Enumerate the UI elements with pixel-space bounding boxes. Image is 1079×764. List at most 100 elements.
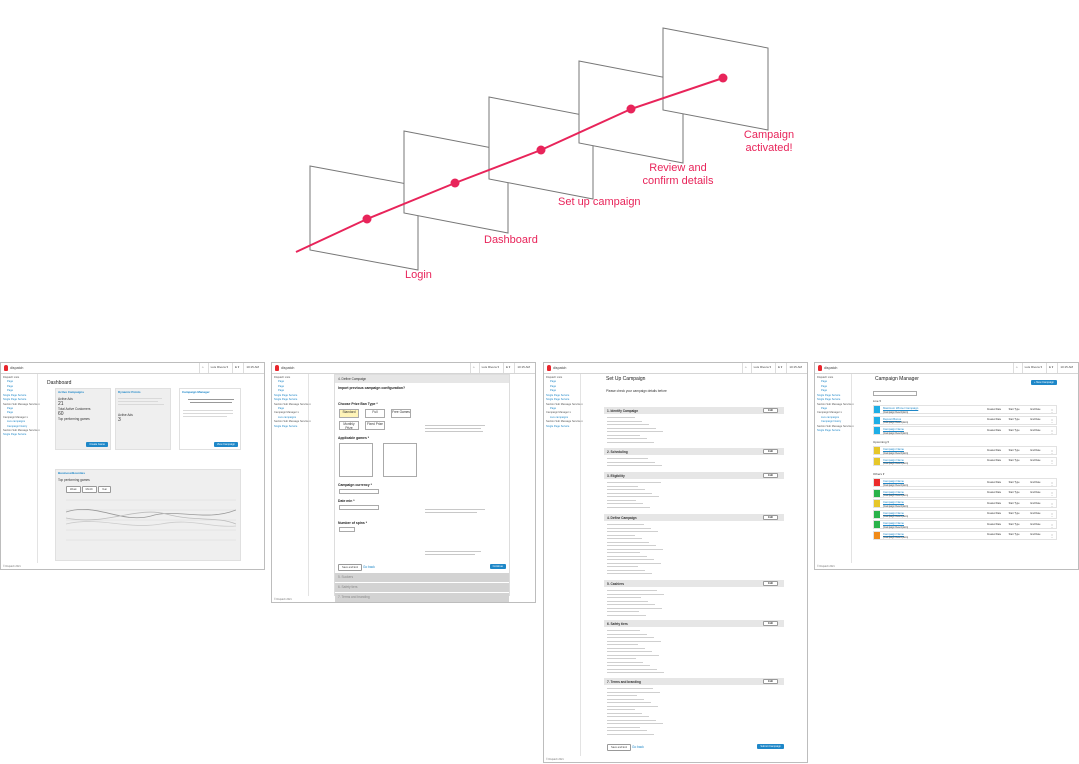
sidebar-item[interactable]: Live campaigns	[550, 415, 569, 419]
section-terms-branding[interactable]: 7. Terms and branding	[335, 593, 509, 602]
campaign-row[interactable]: Campaign Name(Campaign Description)Creat…	[873, 446, 1057, 455]
campaign-name-link[interactable]: Campaign Name	[883, 531, 904, 536]
sidebar-item[interactable]: Page	[821, 406, 828, 410]
campaign-name-link[interactable]: Campaign Name	[883, 510, 904, 515]
section-suckers[interactable]: 5. Suckers	[335, 573, 509, 582]
edit-section-button[interactable]: Edit	[763, 473, 778, 479]
search-input[interactable]	[873, 391, 917, 396]
sidebar-group[interactable]: Campaign Manager ▾	[817, 411, 842, 415]
campaign-name-link[interactable]: Campaign Name	[883, 447, 904, 452]
prize-option-free-games[interactable]: Free Games	[391, 409, 411, 418]
sidebar-item[interactable]: Page	[550, 380, 557, 384]
sidebar-item[interactable]: Page	[821, 384, 828, 388]
sidebar-item[interactable]: Campaign history	[7, 424, 28, 428]
campaign-name-link[interactable]: Campaign Name	[883, 489, 904, 494]
campaign-name-link[interactable]: Campaign Name	[883, 457, 904, 462]
prize-option-standard[interactable]: Standard	[339, 409, 359, 418]
home-icon[interactable]: ⌂	[469, 363, 477, 373]
create-game-button[interactable]: Create Game	[86, 441, 108, 447]
edit-section-button[interactable]: Edit	[763, 621, 778, 627]
campaign-group-toggle[interactable]: Upcoming ▾	[873, 440, 889, 444]
sidebar-item[interactable]: Page	[550, 389, 557, 393]
campaign-row[interactable]: Campaign Name(Campaign Description)Creat…	[873, 478, 1057, 487]
campaign-row[interactable]: Campaign Name(Campaign Description)Creat…	[873, 509, 1057, 519]
sidebar-group[interactable]: Section Sub Message Service ▾	[546, 402, 583, 406]
campaign-group-toggle[interactable]: Live ▾	[873, 399, 881, 403]
edit-section-button[interactable]: Edit	[763, 408, 778, 414]
view-campaign-button[interactable]: View Campaign	[213, 441, 238, 447]
language-menu[interactable]: E ▾	[231, 363, 241, 373]
campaign-name-link[interactable]: Deposit Bonus	[883, 416, 902, 421]
home-icon[interactable]: ⌂	[741, 363, 749, 373]
sidebar-item[interactable]: Page	[7, 384, 14, 388]
sidebar-group[interactable]: Section Sub Message Service ▾	[817, 402, 854, 406]
row-menu-icon[interactable]: ⋮	[1050, 522, 1054, 528]
chart-tab-month[interactable]: Month	[81, 486, 97, 494]
sidebar-link[interactable]: Single Page Service	[3, 433, 27, 437]
sidebar-item[interactable]: Page	[821, 389, 828, 393]
campaign-name-link[interactable]: Campaign Name	[883, 500, 904, 505]
go-back-link[interactable]: Go back	[363, 565, 375, 569]
date-input[interactable]	[339, 505, 379, 510]
row-menu-icon[interactable]: ⋮	[1050, 491, 1054, 496]
prize-option-full[interactable]: Full	[365, 409, 385, 418]
campaign-row[interactable]: Campaign Name(Campaign Description)Creat…	[873, 530, 1057, 540]
row-menu-icon[interactable]: ⋮	[1050, 512, 1054, 517]
language-menu[interactable]: E ▾	[1045, 363, 1055, 373]
prize-option-monthly[interactable]: Monthly Prize	[339, 421, 359, 430]
campaign-row[interactable]: Deposit Bonus(Campaign Description)Creat…	[873, 415, 1057, 425]
campaign-row[interactable]: Campaign Name(Campaign Description)Creat…	[873, 499, 1057, 508]
sidebar-link[interactable]: Single Page Service	[817, 398, 841, 402]
sidebar-item[interactable]: Live campaigns	[821, 415, 840, 419]
chart-tab-year[interactable]: Year	[97, 486, 112, 494]
row-menu-icon[interactable]: ⋮	[1050, 501, 1054, 507]
currency-select[interactable]	[339, 489, 379, 494]
sidebar-item[interactable]: Page	[7, 406, 14, 410]
edit-section-button[interactable]: Edit	[763, 449, 778, 455]
sidebar-link[interactable]: Single Page Service	[546, 398, 570, 402]
row-menu-icon[interactable]: ⋮	[1050, 407, 1054, 413]
campaign-name-link[interactable]: Campaign Name	[883, 479, 904, 484]
sidebar-item[interactable]: Page	[7, 411, 14, 415]
user-menu[interactable]: Luis Rivera ▾	[478, 363, 501, 373]
sidebar-group[interactable]: Campaign Manager ▾	[546, 411, 571, 415]
sidebar-item[interactable]: Page	[7, 380, 14, 384]
save-and-exit-button[interactable]: Save and Exit	[338, 564, 363, 572]
continue-button[interactable]: Continue	[489, 564, 506, 570]
sidebar-link[interactable]: Single Page Service	[274, 398, 298, 402]
new-campaign-button[interactable]: + New Campaign	[1031, 380, 1057, 386]
home-icon[interactable]: ⌂	[198, 363, 206, 373]
campaign-name-link[interactable]: Maximum Winner Campaign	[883, 406, 919, 411]
campaign-group-toggle[interactable]: Others ▾	[873, 472, 885, 476]
sidebar-link[interactable]: Single Page Service	[274, 424, 298, 428]
spins-input[interactable]	[339, 527, 355, 532]
campaign-row[interactable]: Maximum Winner Campaign(Campaign Descrip…	[873, 405, 1057, 414]
user-menu[interactable]: Luis Rivera ▾	[207, 363, 230, 373]
sidebar-item[interactable]: Page	[821, 380, 828, 384]
sidebar-group[interactable]: Section Sub Message Service ▾	[3, 429, 40, 433]
sidebar-item[interactable]: Page	[278, 389, 285, 393]
sidebar-item[interactable]: Page	[278, 406, 285, 410]
go-back-link[interactable]: Go back	[632, 745, 644, 749]
sidebar-item[interactable]: Page	[550, 384, 557, 388]
sidebar-item[interactable]: Page	[278, 380, 285, 384]
language-menu[interactable]: E ▾	[774, 363, 784, 373]
sidebar-link[interactable]: Single Page Service	[817, 429, 841, 433]
sidebar-item[interactable]: Live campaigns	[7, 420, 26, 424]
section-safety-tiers[interactable]: 6. Safety tiers	[335, 583, 509, 592]
row-menu-icon[interactable]: ⋮	[1050, 480, 1054, 486]
sidebar-item[interactable]: Campaign history	[821, 420, 842, 424]
sidebar-item[interactable]: Page	[278, 384, 285, 388]
sidebar-item[interactable]: Page	[7, 389, 14, 393]
chart-tab-week[interactable]: Week	[66, 486, 81, 494]
sidebar-group[interactable]: Section Sub Message Service ▾	[3, 402, 40, 406]
edit-section-button[interactable]: Edit	[763, 581, 778, 587]
sidebar-item[interactable]: Page	[550, 406, 557, 410]
home-icon[interactable]: ⌂	[1012, 363, 1020, 373]
games-available-list[interactable]	[339, 443, 373, 477]
row-menu-icon[interactable]: ⋮	[1050, 459, 1054, 464]
sidebar-link[interactable]: Single Page Service	[274, 393, 298, 397]
campaign-row[interactable]: Campaign Name(Campaign Description)Creat…	[873, 488, 1057, 498]
sidebar-group[interactable]: Section Sub Message Service ▾	[817, 424, 854, 428]
sidebar-item[interactable]: Live campaigns	[278, 415, 297, 419]
